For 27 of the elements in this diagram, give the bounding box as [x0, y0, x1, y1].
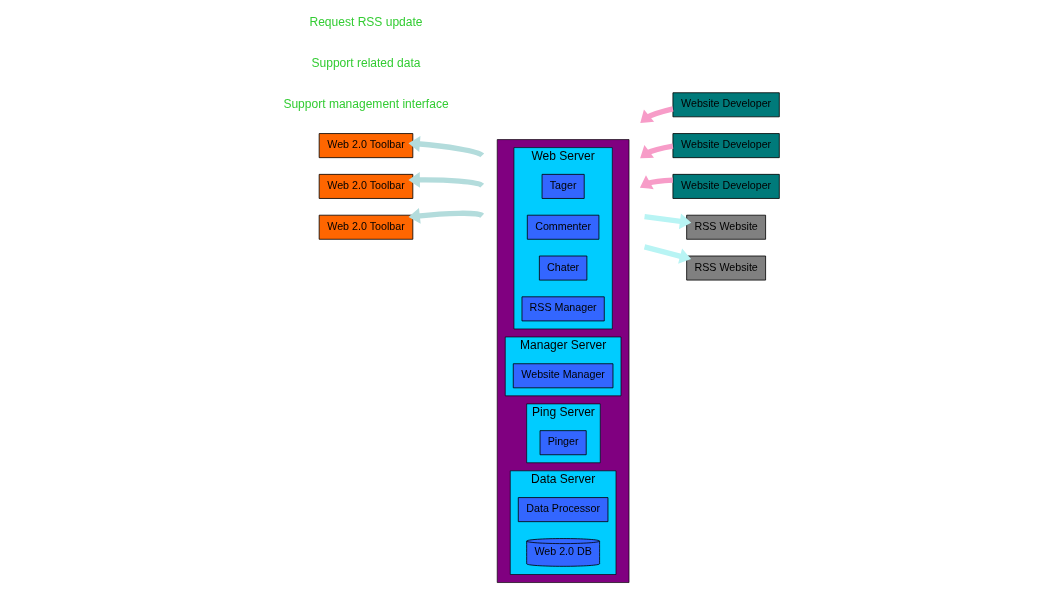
label: Support management interface — [283, 96, 449, 111]
node-box: Web 2.0 Toolbar — [318, 173, 414, 199]
node-box: Website Manager — [512, 363, 614, 389]
node-box: Website Developer — [672, 173, 780, 199]
node-box: Data Processor — [517, 497, 609, 523]
node-box: Website Developer — [672, 92, 780, 118]
node-box: Web 2.0 Toolbar — [318, 214, 414, 240]
arrow — [640, 106, 674, 123]
node-box: Pinger — [539, 430, 587, 456]
node-box: Chater — [538, 255, 588, 281]
arrow — [639, 175, 673, 190]
cluster — [496, 139, 630, 583]
node-box: RSS Website — [686, 214, 766, 240]
node-box: RSS Website — [686, 255, 766, 281]
label: Support related data — [311, 55, 421, 70]
node-box: Tager — [541, 173, 585, 199]
arrow — [640, 143, 674, 159]
arrow — [408, 207, 484, 224]
arrow — [408, 136, 484, 158]
label: Request RSS update — [309, 15, 423, 30]
arrow — [408, 171, 484, 188]
node-box: Commenter — [526, 214, 600, 240]
node-box: Website Developer — [672, 133, 780, 159]
node-box: Web 2.0 Toolbar — [318, 133, 414, 159]
arrow — [643, 244, 692, 264]
node-box: RSS Manager — [521, 296, 605, 322]
arrow — [644, 213, 692, 230]
